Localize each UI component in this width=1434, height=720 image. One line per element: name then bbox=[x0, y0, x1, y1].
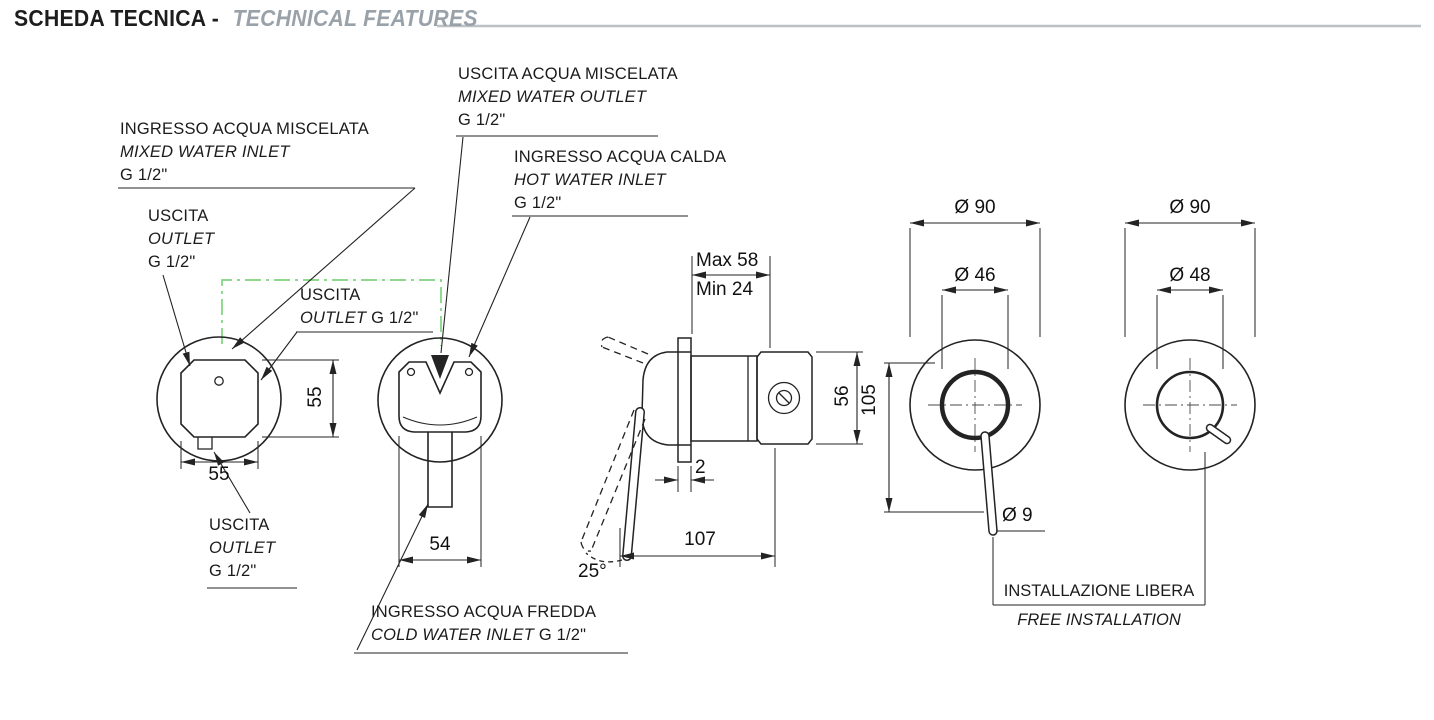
label-en: OUTLET bbox=[209, 539, 276, 557]
dim-depth-min: Min 24 bbox=[696, 279, 754, 300]
label-size: G 1/2" bbox=[120, 166, 168, 184]
label-free-installation: INSTALLAZIONE LIBERA FREE INSTALLATION bbox=[983, 580, 1215, 631]
label-mixed-water-inlet: INGRESSO ACQUA MISCELATA MIXED WATER INL… bbox=[120, 118, 369, 187]
title-english: TECHNICAL FEATURES bbox=[232, 5, 478, 31]
label-en: OUTLET bbox=[300, 309, 367, 327]
dim-cartridge-diameter-2: Ø 48 bbox=[1169, 265, 1211, 286]
dim-lever-angle: 25° bbox=[578, 561, 607, 582]
label-en: MIXED WATER INLET bbox=[120, 143, 290, 161]
label-en: HOT WATER INLET bbox=[514, 171, 666, 189]
outlet-pipe bbox=[427, 432, 453, 508]
label-it: USCITA bbox=[209, 516, 270, 534]
label-it: USCITA ACQUA MISCELATA bbox=[458, 65, 678, 83]
page-title: SCHEDA TECNICA - TECHNICAL FEATURES bbox=[14, 5, 478, 32]
mixer-body-outline bbox=[398, 361, 482, 433]
rear-body-outline bbox=[180, 359, 259, 438]
front-view-lever bbox=[884, 219, 1045, 536]
dim-depth-max: Max 58 bbox=[696, 250, 759, 271]
label-size: G 1/2" bbox=[514, 194, 562, 212]
label-it: INGRESSO ACQUA MISCELATA bbox=[120, 120, 369, 138]
label-size: G 1/2" bbox=[538, 626, 587, 644]
label-hot-water-inlet: INGRESSO ACQUA CALDA HOT WATER INLET G 1… bbox=[514, 146, 726, 215]
label-en-size: COLD WATER INLET G 1/2" bbox=[371, 624, 596, 647]
mixed-water-path-line bbox=[221, 279, 442, 346]
side-view bbox=[580, 256, 863, 567]
front-view-plain bbox=[1124, 219, 1256, 471]
dim-body-width-2: 54 bbox=[429, 534, 451, 555]
label-outlet-mid: USCITA OUTLET G 1/2" bbox=[300, 284, 419, 330]
label-en: OUTLET bbox=[148, 230, 215, 248]
label-size: G 1/2" bbox=[209, 562, 257, 580]
dim-overall-height: 105 bbox=[859, 384, 880, 416]
label-en: COLD WATER INLET bbox=[371, 626, 535, 644]
dim-front-diameter-1: Ø 90 bbox=[954, 197, 996, 218]
dim-body-width-horizontal: 55 bbox=[208, 464, 230, 485]
dim-body-height: 56 bbox=[832, 385, 853, 407]
handle-cap bbox=[641, 351, 691, 446]
dim-overall-depth: 107 bbox=[684, 529, 716, 550]
label-outlet-bottom: USCITA OUTLET G 1/2" bbox=[209, 514, 275, 583]
label-en: MIXED WATER OUTLET bbox=[458, 88, 647, 106]
label-size: G 1/2" bbox=[371, 309, 419, 327]
dim-plate-thickness: 2 bbox=[695, 457, 706, 478]
lever-swing-dashed bbox=[580, 336, 649, 552]
dim-body-width-vertical: 55 bbox=[305, 386, 326, 408]
label-it: INGRESSO ACQUA FREDDA bbox=[371, 603, 597, 621]
label-outlet-left: USCITA OUTLET G 1/2" bbox=[148, 205, 214, 274]
leader-lines bbox=[162, 136, 531, 651]
label-size: G 1/2" bbox=[458, 111, 506, 129]
label-it: USCITA bbox=[148, 207, 209, 225]
outlet-arrow bbox=[431, 355, 449, 379]
dim-cartridge-diameter-1: Ø 46 bbox=[954, 265, 996, 286]
label-en: FREE INSTALLATION bbox=[1017, 611, 1181, 629]
free-installation-lines bbox=[992, 452, 1206, 606]
dim-lever-diameter: Ø 9 bbox=[1002, 505, 1033, 526]
label-it: INSTALLAZIONE LIBERA bbox=[1003, 582, 1195, 600]
title-italian: SCHEDA TECNICA - bbox=[14, 5, 220, 31]
label-underlines bbox=[118, 135, 688, 654]
label-it: USCITA bbox=[300, 286, 361, 304]
front-view-pipe bbox=[377, 337, 503, 567]
label-cold-water-inlet: INGRESSO ACQUA FREDDA COLD WATER INLET G… bbox=[371, 601, 596, 647]
label-mixed-water-outlet: USCITA ACQUA MISCELATA MIXED WATER OUTLE… bbox=[458, 63, 678, 132]
label-en-size: OUTLET G 1/2" bbox=[300, 307, 419, 330]
label-it: INGRESSO ACQUA CALDA bbox=[514, 148, 727, 166]
label-size: G 1/2" bbox=[148, 253, 196, 271]
dim-front-diameter-2: Ø 90 bbox=[1169, 197, 1211, 218]
